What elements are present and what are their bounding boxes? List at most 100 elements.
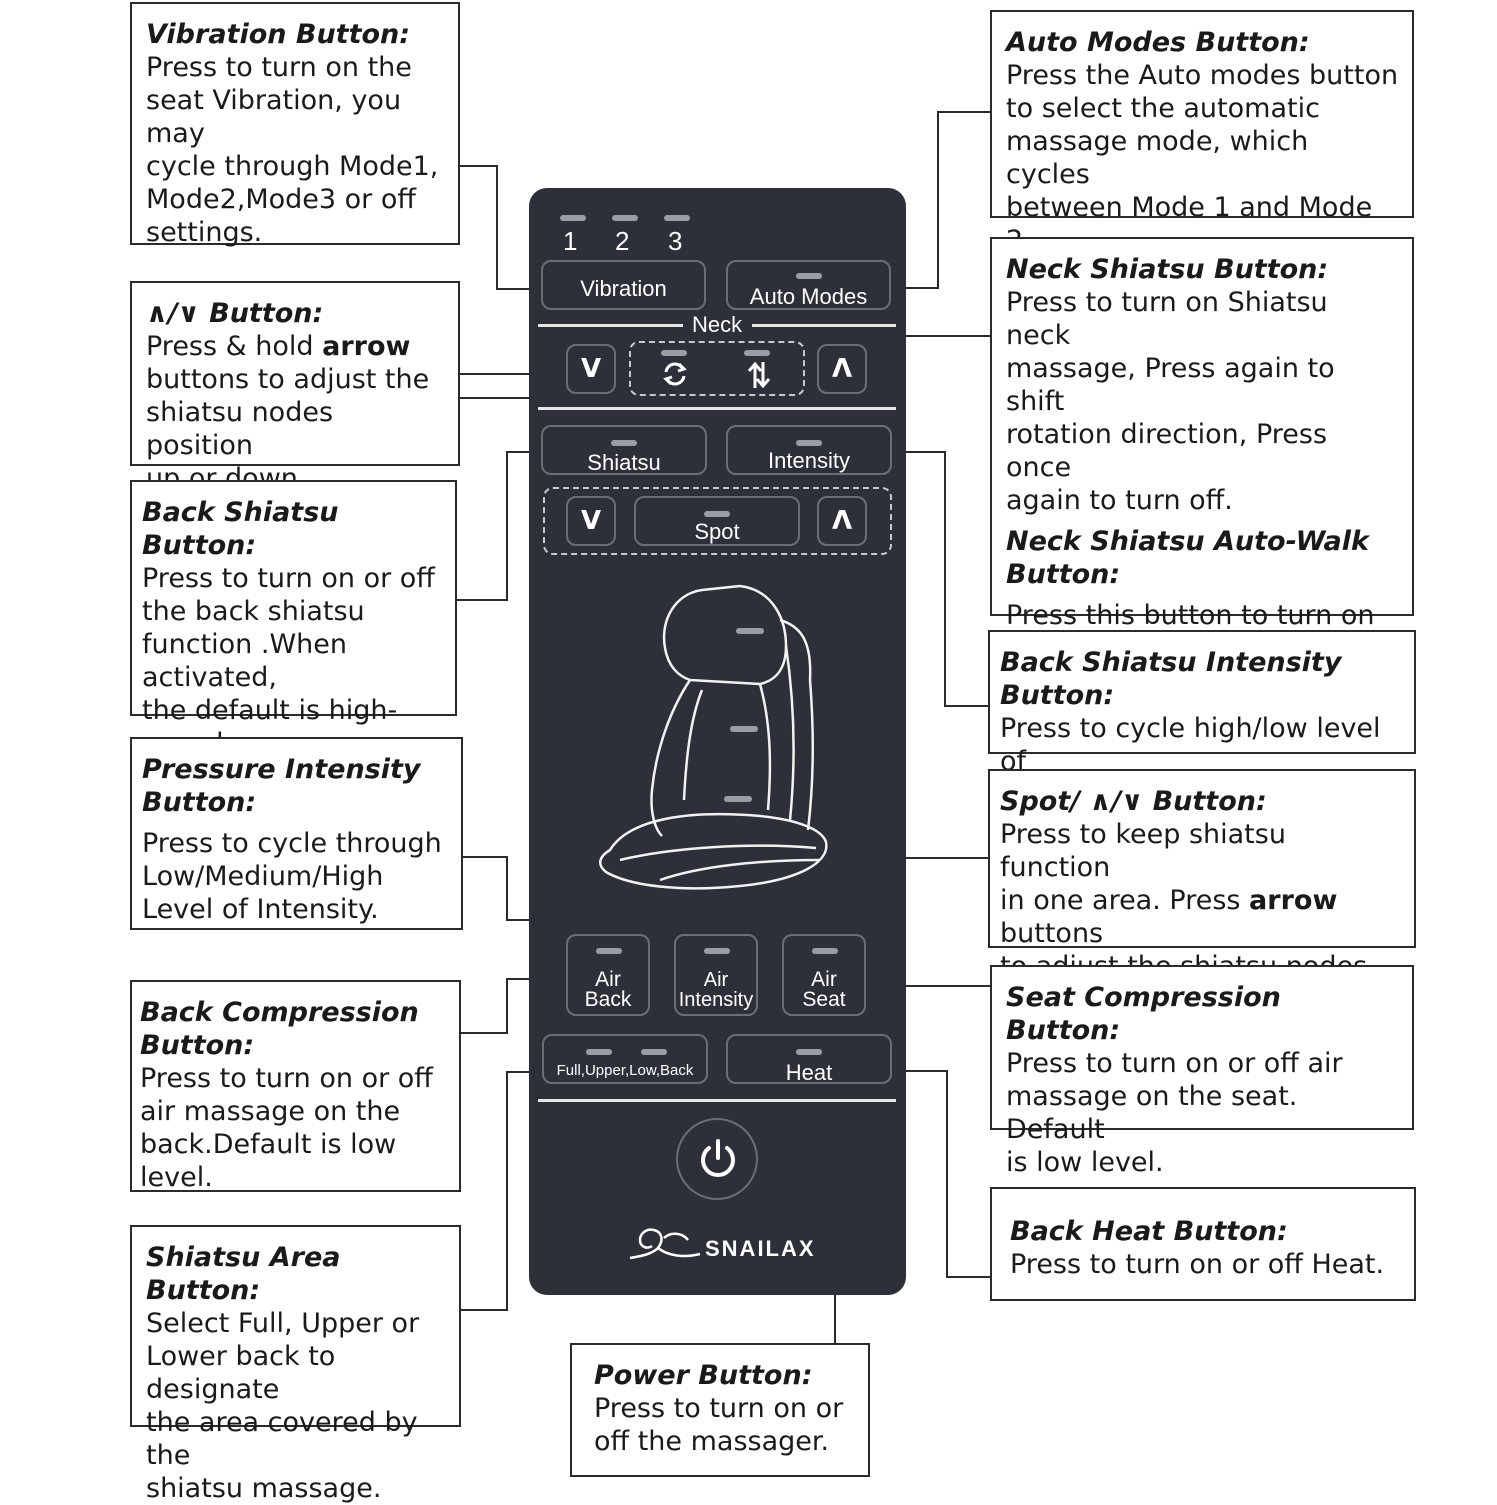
heat-button[interactable]: Heat — [726, 1034, 892, 1085]
air-intensity-led — [704, 948, 730, 954]
spot-button[interactable]: Spot — [634, 496, 800, 546]
callout-title: Back Shiatsu Button: — [142, 497, 339, 561]
neck-shiatsu-group — [629, 341, 805, 396]
air-back-label: Air Back — [584, 968, 632, 1011]
mode-1-led — [560, 215, 586, 221]
chevron-down-icon: V — [580, 506, 602, 536]
callout-body: Press to cycle through Low/Medium/High L… — [142, 828, 442, 925]
callout-spot: Spot/ ∧/∨ Button: Press to keep shiatsu … — [988, 769, 1416, 1015]
intensity-button[interactable]: Intensity — [726, 425, 892, 475]
section-divider-1 — [538, 407, 896, 410]
air-seat-led — [812, 948, 838, 954]
neck-auto-walk-led — [744, 350, 770, 356]
callout-body-bold: arrow — [322, 331, 411, 362]
callout-back-shiatsu: Back Shiatsu Button: Press to turn on or… — [130, 480, 457, 792]
callout-title: Auto Modes Button: — [1006, 27, 1310, 58]
callout-title: ∧/∨ Button: — [146, 298, 324, 329]
callout-back-compression: Back Compression Button: Press to turn o… — [130, 980, 461, 1193]
rotate-icon — [663, 362, 687, 386]
shiatsu-led — [611, 440, 637, 446]
callout-neck-shiatsu: Neck Shiatsu Button: Press to turn on Sh… — [990, 237, 1414, 730]
callout-title: Back Shiatsu Intensity Button: — [1000, 647, 1342, 711]
callout-intensity: Back Shiatsu Intensity Button: Press to … — [988, 630, 1416, 810]
callout-body: Press the Auto modes button to select th… — [1006, 60, 1399, 256]
air-intensity-button[interactable]: Air Intensity — [674, 934, 758, 1016]
neck-shiatsu-led — [661, 350, 687, 356]
mode-2-led — [612, 215, 638, 221]
callout-body: Press to turn on or off air massage on t… — [140, 1063, 433, 1193]
spot-label: Spot — [694, 519, 740, 544]
callout-seat-compression: Seat Compression Button: Press to turn o… — [990, 965, 1414, 1178]
callout-title: Power Button: — [594, 1360, 813, 1391]
remote-control — [529, 188, 906, 1295]
callout-body: Press to turn on the seat Vibration, you… — [146, 52, 439, 248]
spot-down-button[interactable]: V — [566, 496, 616, 546]
air-seat-label: Air Seat — [802, 968, 846, 1011]
power-button[interactable] — [676, 1118, 758, 1200]
shiatsu-area-label: Full,Upper,Low,Back — [556, 1062, 694, 1079]
mode-1-number: 1 — [563, 226, 578, 256]
neck-rotate-button[interactable] — [660, 360, 690, 388]
callout-title: Back Compression Button: — [140, 997, 419, 1061]
spot-led — [704, 511, 730, 517]
shiatsu-button[interactable]: Shiatsu — [541, 425, 707, 475]
callout-power: Power Button: Press to turn on or off th… — [570, 1343, 870, 1477]
callout-body: Select Full, Upper or Lower back to desi… — [146, 1308, 420, 1504]
chevron-up-icon: Λ — [831, 354, 853, 384]
area-led-1 — [586, 1049, 612, 1055]
callout-auto-modes: Auto Modes Button: Press the Auto modes … — [990, 10, 1414, 256]
power-icon — [701, 1139, 735, 1177]
callout-title: Neck Shiatsu Button: — [1006, 254, 1329, 285]
up-down-arrows-icon — [747, 361, 771, 389]
area-led-2 — [641, 1049, 667, 1055]
air-back-button[interactable]: Air Back — [566, 934, 650, 1016]
callout-title: Spot/ ∧/∨ Button: — [1000, 786, 1267, 817]
neck-label: Neck — [692, 312, 743, 337]
brand-name: SNAILAX — [705, 1236, 816, 1261]
vibration-button[interactable]: Vibration — [541, 260, 706, 310]
callout-body: Press to keep shiatsu function in one ar… — [1000, 819, 1286, 916]
callout-title: Shiatsu Area Button: — [146, 1242, 341, 1306]
callout-title: Back Heat Button: — [1010, 1216, 1288, 1247]
neck-up-button[interactable]: Λ — [817, 344, 867, 394]
callout-body: Press to turn on or off air massage on t… — [1006, 1048, 1343, 1178]
chair-illustration — [598, 584, 828, 890]
callout-vibration: Vibration Button: Press to turn on the s… — [130, 2, 460, 248]
shiatsu-label: Shiatsu — [587, 450, 661, 475]
callout-title: Vibration Button: — [146, 19, 411, 50]
intensity-led — [796, 440, 822, 446]
neck-divider-left — [538, 324, 683, 327]
callout-body-bold: arrow — [1249, 885, 1338, 916]
auto-modes-label: Auto Modes — [749, 284, 868, 309]
intensity-label: Intensity — [768, 448, 850, 473]
callout-body-rest: buttons to adjust the shiatsu nodes posi… — [146, 364, 430, 494]
snail-logo-icon — [629, 1228, 701, 1260]
mode-3-led — [664, 215, 690, 221]
auto-modes-button[interactable]: Auto Modes — [726, 260, 891, 310]
spot-up-button[interactable]: Λ — [817, 496, 867, 546]
mode-3-number: 3 — [668, 226, 683, 256]
neck-divider-right — [752, 324, 896, 327]
callout-title-auto-walk: Neck Shiatsu Auto-Walk Button: — [1006, 526, 1369, 590]
neck-auto-walk-button[interactable] — [746, 360, 772, 390]
callout-body: Press to turn on Shiatsu neck massage, P… — [1006, 287, 1335, 516]
neck-down-button[interactable]: V — [566, 344, 616, 394]
callout-body: Press to turn on or off the massager. — [594, 1393, 844, 1457]
air-seat-button[interactable]: Air Seat — [782, 934, 866, 1016]
callout-arrow: ∧/∨ Button: Press & hold arrow buttons t… — [130, 281, 460, 492]
callout-body: Press to turn on or off Heat. — [1010, 1249, 1385, 1280]
heat-led — [796, 1049, 822, 1055]
callout-title: Pressure Intensity Button: — [142, 754, 421, 818]
callout-heat: Back Heat Button: Press to turn on or of… — [990, 1187, 1416, 1301]
spot-group — [543, 487, 892, 555]
shiatsu-area-button[interactable]: Full,Upper,Low,Back — [542, 1034, 708, 1084]
mode-2-number: 2 — [615, 226, 630, 256]
chevron-up-icon: Λ — [831, 506, 853, 536]
callout-body: Press & hold — [146, 331, 323, 362]
callout-pressure-intensity: Pressure Intensity Button: Press to cycl… — [130, 737, 463, 930]
callout-title: Seat Compression Button: — [1006, 982, 1281, 1046]
chevron-down-icon: V — [580, 354, 602, 384]
air-back-led — [596, 948, 622, 954]
heat-label: Heat — [785, 1060, 833, 1085]
section-divider-2 — [538, 1099, 896, 1102]
